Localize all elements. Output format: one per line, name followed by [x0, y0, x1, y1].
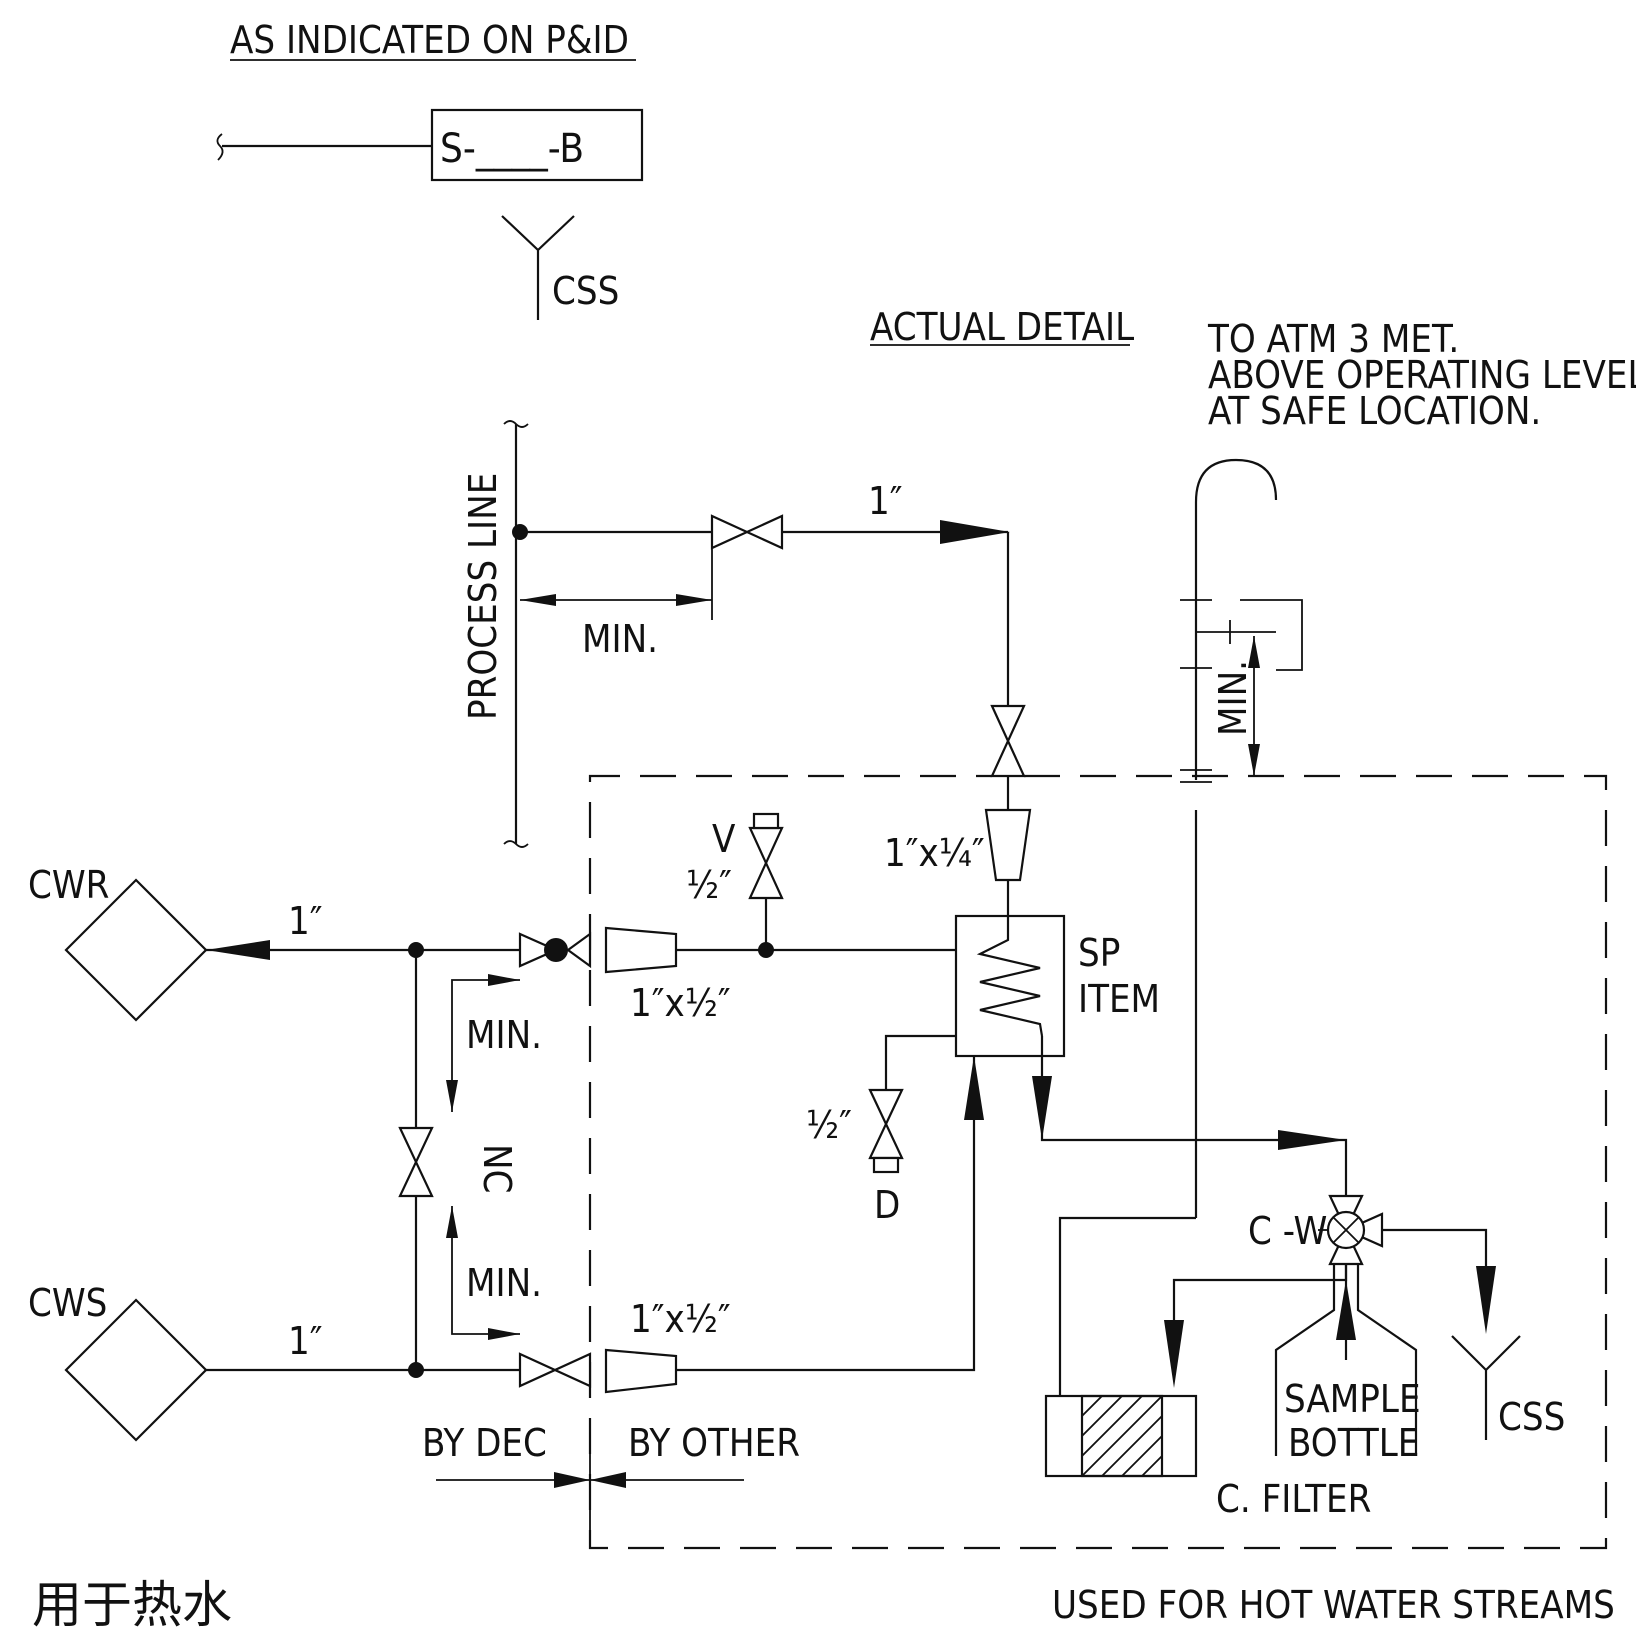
flow-arrow-icon — [964, 1056, 984, 1120]
root-valve-icon[interactable] — [710, 514, 784, 550]
footer-english: USED FOR HOT WATER STREAMS — [1052, 1583, 1615, 1627]
drain-valve-icon[interactable] — [868, 1088, 904, 1160]
sp-item-label-2: ITEM — [1078, 977, 1160, 1021]
reducer-1x12-bottom-label: 1″x½″ — [630, 1297, 731, 1341]
bypass-nc-valve-icon[interactable] — [398, 1126, 434, 1198]
filter-hatch-icon — [1081, 1395, 1163, 1477]
sample-bottle-icon — [1274, 1264, 1418, 1456]
footer-chinese: 用于热水 — [32, 1576, 232, 1634]
drain-cap-icon — [872, 1156, 900, 1174]
drain-half-label: ½″ — [806, 1103, 852, 1147]
scope-arrow-icon — [590, 1472, 626, 1488]
check-valve-ball-icon — [544, 938, 568, 962]
to-css-pipe — [1382, 1228, 1488, 1266]
block-valve-icon[interactable] — [990, 704, 1026, 778]
cwr-check-valve-icon[interactable] — [518, 932, 559, 968]
nc-label: NC — [475, 1144, 519, 1193]
cws-label: CWS — [28, 1281, 107, 1325]
dim-arrow-icon — [520, 594, 556, 606]
cooled-sample-pipe — [1040, 1036, 1348, 1196]
sample-cooler-box — [954, 914, 1066, 1058]
reducer-icon — [604, 1348, 678, 1394]
vent-note-line1: TO ATM 3 MET. — [1207, 317, 1459, 361]
dim-arrow-icon — [1248, 636, 1260, 668]
flow-arrow-icon — [206, 940, 270, 960]
vent-note-line2: ABOVE OPERATING LEVEL — [1208, 353, 1636, 397]
dim-arrow-icon — [1248, 744, 1260, 776]
vent-stack-pipe — [1194, 458, 1278, 780]
reducer-icon — [604, 926, 678, 974]
vent-to-filter-pipe — [1058, 1216, 1196, 1396]
to-filter-pipe — [1172, 1264, 1348, 1320]
cws-valve-icon[interactable] — [518, 1352, 592, 1388]
pid-symbol-group: AS INDICATED ON P&ID S-____-B CSS — [216, 18, 644, 320]
flow-arrow-icon — [1164, 1320, 1184, 1388]
by-other-label: BY OTHER — [628, 1421, 800, 1465]
vent-note: TO ATM 3 MET. ABOVE OPERATING LEVEL AT S… — [1207, 317, 1636, 433]
cooling-coil-icon — [976, 916, 1044, 1037]
process-line-label: PROCESS LINE — [461, 473, 505, 720]
c-w-label: C -W — [1248, 1209, 1327, 1253]
size-1in-top: 1″ — [868, 479, 903, 523]
vent-note-line3: AT SAFE LOCATION. — [1208, 389, 1541, 433]
flow-arrow-icon — [1032, 1076, 1052, 1140]
css-funnel-icon — [1451, 1335, 1521, 1440]
flow-arrow-icon — [940, 520, 1010, 544]
css-top-label: CSS — [552, 269, 619, 313]
vent-v-label: V — [712, 817, 736, 861]
package-boundary — [588, 774, 1608, 1550]
as-indicated-title: AS INDICATED ON P&ID — [230, 18, 629, 62]
size-1in-cws: 1″ — [288, 1319, 323, 1363]
min-lower-label: MIN. — [466, 1261, 542, 1305]
dim-arrow-icon — [446, 1206, 458, 1238]
break-mark-icon — [216, 133, 224, 161]
by-dec-label: BY DEC — [422, 1421, 547, 1465]
dim-arrow-icon — [488, 1328, 520, 1340]
vent-valve-icon[interactable] — [748, 826, 784, 900]
pid-tag-text: S-____-B — [440, 126, 584, 172]
min-vent-label: MIN. — [1211, 660, 1255, 736]
flow-arrow-icon — [1336, 1280, 1356, 1340]
scope-arrow-icon — [554, 1472, 590, 1488]
reducer-1x14-label: 1″x¼″ — [884, 831, 985, 875]
break-mark-icon — [503, 840, 529, 848]
c-filter-label: C. FILTER — [1216, 1477, 1371, 1521]
min-upper-label: MIN. — [466, 1013, 542, 1057]
sample-bottle-label-1: SAMPLE — [1284, 1377, 1421, 1421]
size-1in-cwr: 1″ — [288, 899, 323, 943]
pid-tag-box — [430, 108, 644, 182]
dim-arrow-icon — [676, 594, 712, 606]
sp-item-label-1: SP — [1078, 931, 1120, 975]
reducer-1x12-top-label: 1″x½″ — [630, 981, 731, 1025]
drain-pipe — [884, 1034, 956, 1090]
drain-d-label: D — [874, 1183, 900, 1227]
vent-half-label: ½″ — [686, 863, 732, 907]
cooler-inlet-pipe — [676, 1056, 976, 1372]
dim-arrow-icon — [488, 974, 520, 986]
sample-bottle-label-2: BOTTLE — [1288, 1421, 1419, 1465]
cws-junction — [408, 1362, 424, 1378]
three-way-valve-cross-icon — [1333, 1217, 1359, 1243]
dim-arrow-icon — [446, 1080, 458, 1112]
actual-detail-title: ACTUAL DETAIL — [870, 305, 1134, 349]
flow-arrow-icon — [1278, 1130, 1346, 1150]
css-bottom-label: CSS — [1498, 1395, 1565, 1439]
css-funnel-icon — [501, 215, 575, 320]
process-line-group: PROCESS LINE — [461, 420, 529, 848]
vent-bracket — [1240, 599, 1303, 671]
min-top-label: MIN. — [582, 617, 658, 661]
three-way-valve[interactable] — [1326, 1194, 1384, 1266]
vent-cap-icon — [752, 812, 780, 830]
c-filter — [1044, 1394, 1198, 1478]
cwr-label: CWR — [28, 863, 109, 907]
flow-arrow-icon — [1476, 1266, 1496, 1334]
reducer-icon — [984, 808, 1032, 882]
cwr-valve-half-icon — [566, 931, 592, 969]
